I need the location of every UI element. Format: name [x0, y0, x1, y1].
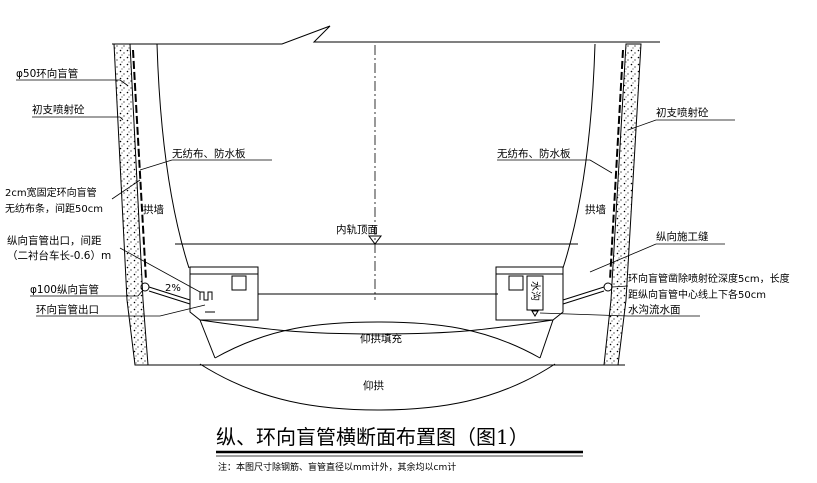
right-lining-inner — [562, 43, 596, 269]
left-lining-inner — [156, 43, 190, 269]
label-long-joint: 纵向施工缝 — [656, 230, 709, 243]
label-long-outlet-line2: （二衬台车长-0.6）m — [7, 249, 111, 262]
label-phi50-ring-pipe: φ50环向盲管 — [16, 67, 78, 80]
right-ditch-cap — [495, 266, 564, 275]
right-outlet-pipe — [562, 286, 605, 305]
label-ring-outlet: 环向盲管出口 — [36, 303, 99, 316]
label-slope: 2% — [165, 283, 181, 294]
left-membrane-line — [132, 49, 147, 281]
right-ditch-channel — [526, 275, 544, 311]
label-ditch: 水沟 — [529, 281, 542, 301]
label-fix-strip-line2: 无纺布条，间距50cm — [5, 202, 103, 215]
label-rail-top: 内轨顶面 — [336, 223, 378, 236]
diagram-note: 注：本图尺寸除钢筋、盲管直径以mm计外，其余均以cm计 — [218, 461, 456, 473]
label-phi100-long-pipe: φ100纵向盲管 — [30, 283, 99, 296]
label-primary-shotcrete-right: 初支喷射砼 — [656, 106, 709, 119]
invert-side-right — [539, 319, 554, 359]
label-membrane-left: 无纺布、防水板 — [172, 147, 246, 160]
left-ditch-inner — [231, 275, 247, 291]
invert-bottom-curve — [199, 363, 556, 411]
ditch-water-marker — [531, 310, 539, 317]
left-drain-pipes — [199, 291, 215, 313]
label-fix-strip-line1: 2cm宽固定环向盲管 — [5, 186, 97, 199]
right-shotcrete-layer — [603, 43, 642, 366]
label-groove-line2: 距纵向盲管中心线上下各50cm — [628, 288, 766, 301]
invert-fill-lower-curve — [199, 319, 554, 335]
left-outlet-pipe — [148, 286, 191, 305]
label-ditch-water: 水沟流水面 — [628, 303, 681, 316]
top-break-line — [112, 25, 660, 45]
left-ditch-cap — [189, 266, 259, 275]
label-long-outlet-line1: 纵向盲管出口，间距 — [7, 234, 102, 247]
diagram-title: 纵、环向盲管横断面布置图（图1） — [216, 425, 529, 449]
label-arch-wall-right: 拱墙 — [585, 203, 606, 216]
right-ditch-inner — [508, 275, 524, 291]
right-long-pipe-icon — [603, 282, 613, 292]
label-membrane-right: 无纺布、防水板 — [497, 147, 571, 160]
invert-top-curve — [214, 321, 541, 359]
right-membrane-line — [609, 49, 624, 281]
invert-side-left — [199, 319, 216, 359]
label-arch-wall-left: 拱墙 — [143, 203, 164, 216]
label-primary-shotcrete-left: 初支喷射砼 — [32, 103, 85, 116]
label-invert: 仰拱 — [363, 379, 384, 392]
rail-top-marker — [368, 235, 382, 245]
label-groove-line1: 环向盲管凿除喷射砼深度5cm，长度 — [628, 272, 790, 285]
label-invert-fill: 仰拱填充 — [360, 332, 402, 345]
